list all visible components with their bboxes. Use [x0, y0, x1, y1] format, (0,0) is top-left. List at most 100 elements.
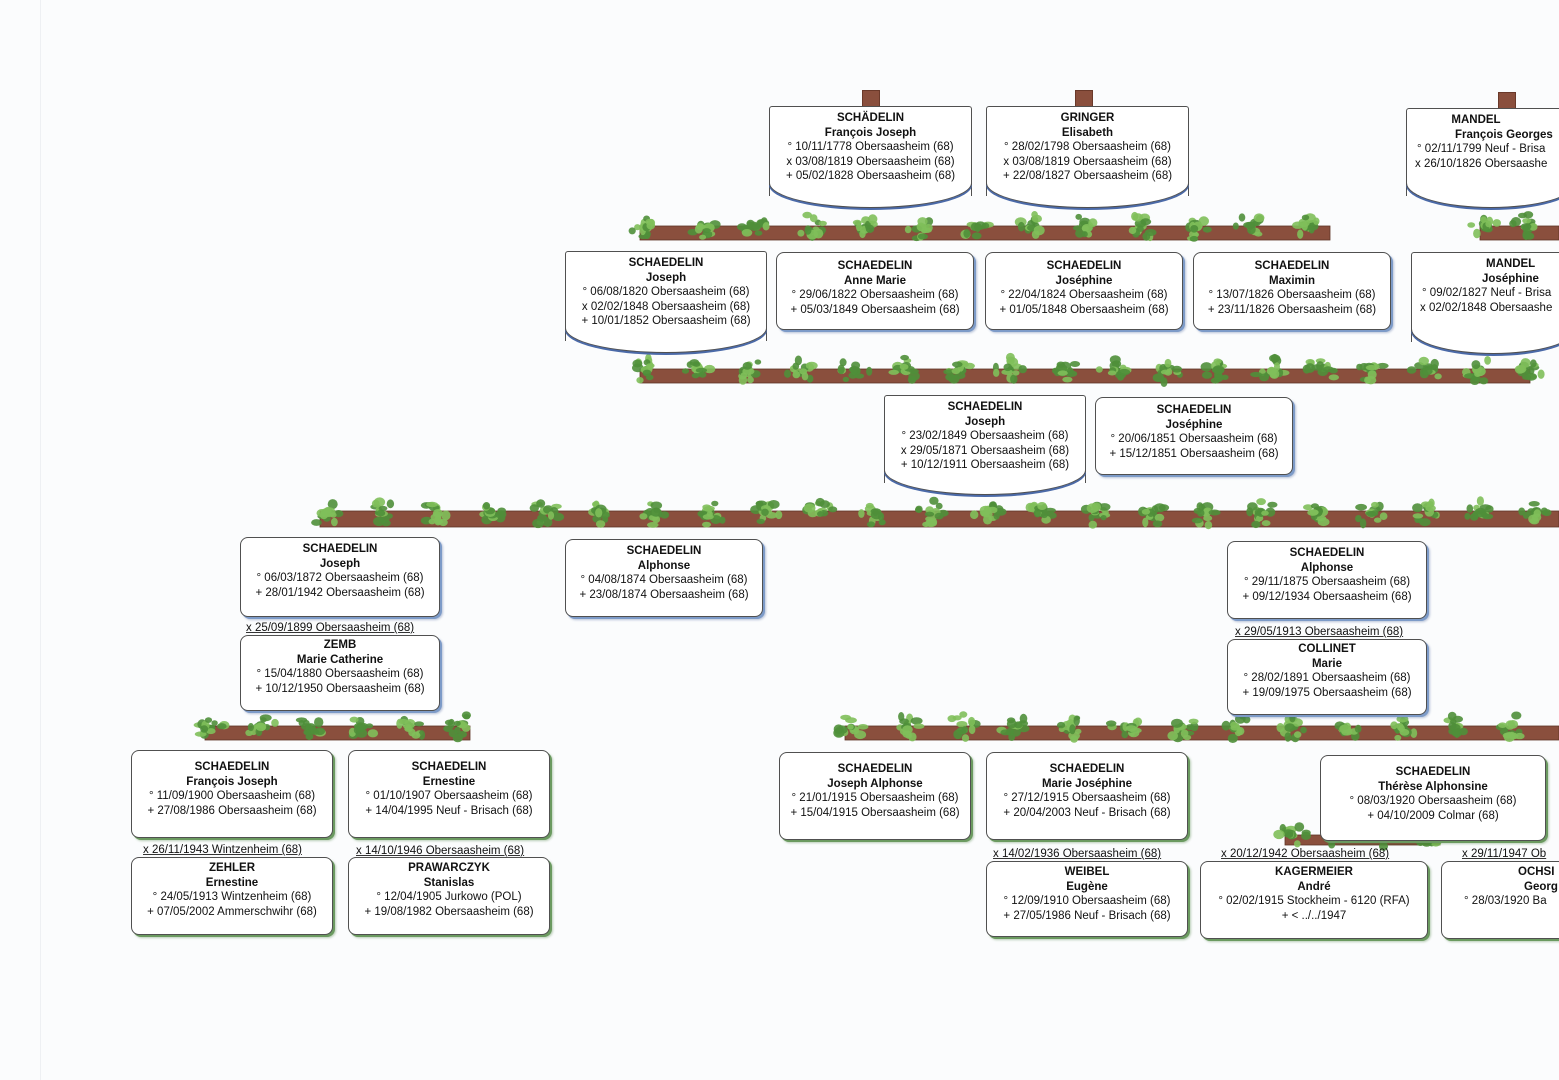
birth-event: ° 23/02/1849 Obersaasheim (68) [901, 430, 1069, 443]
leaf-cluster [896, 712, 925, 742]
person-card-marie-catherine-zemb[interactable]: ZEMB Marie Catherine ° 15/04/1880 Obersa… [240, 635, 440, 711]
given-name: Stanislas [423, 876, 475, 889]
surname: COLLINET [1298, 643, 1356, 655]
marriage-event: x 02/02/1848 Obersaashe [1420, 301, 1553, 314]
death-event: + 23/11/1826 Obersaasheim (68) [1207, 303, 1377, 316]
birth-event: ° 28/03/1920 Ba [1464, 895, 1547, 908]
leaf-cluster [970, 501, 1007, 525]
leaf-cluster [784, 355, 818, 383]
leaf-cluster [348, 716, 379, 739]
death-event: + 07/05/2002 Ammerschwihr (68) [147, 905, 317, 918]
marriage-label: x 14/10/1946 Obersaasheim (68) [356, 845, 525, 857]
leaf-cluster [996, 713, 1030, 741]
leaf-cluster [1390, 715, 1418, 741]
person-card-josephine-schaedelin-1824[interactable]: SCHAEDELIN Joséphine ° 22/04/1824 Obersa… [985, 252, 1183, 330]
leaf-cluster [1518, 501, 1552, 525]
person-card-marie-collinet[interactable]: COLLINET Marie ° 28/02/1891 Obersaasheim… [1227, 639, 1427, 715]
leaf-cluster [738, 359, 762, 385]
surname: SCHAEDELIN [626, 545, 702, 557]
person-card-maximin-schaedelin[interactable]: SCHAEDELIN Maximin ° 13/07/1826 Obersaas… [1193, 252, 1391, 330]
given-name: Joséphine [1165, 418, 1223, 431]
surname: SCHAEDELIN [1046, 260, 1122, 272]
leaf-cluster [1412, 498, 1440, 527]
leaf-cluster [529, 499, 565, 529]
leaf-cluster [632, 353, 655, 384]
person-card-therese-alphonsine-schaedelin[interactable]: SCHAEDELIN Thérèse Alphonsine ° 08/03/19… [1320, 755, 1546, 841]
leaf-cluster [915, 496, 949, 528]
marriage-label: x 26/11/1943 Wintzenheim (68) [143, 844, 302, 856]
leaf-cluster [1443, 711, 1468, 738]
person-card-joseph-schaedelin-1849[interactable]: SCHAEDELIN Joseph ° 23/02/1849 Obersaash… [884, 395, 1086, 495]
death-event: + 09/12/1934 Obersaasheim (68) [1242, 590, 1412, 603]
leaf-cluster [1273, 822, 1311, 848]
given-name: Alphonse [1300, 561, 1354, 574]
given-name: Thérèse Alphonsine [1378, 780, 1488, 793]
person-card-alphonse-schaedelin-1874[interactable]: SCHAEDELIN Alphonse ° 04/08/1874 Obersaa… [565, 539, 763, 617]
leaf-cluster [1095, 355, 1132, 381]
death-event: + 15/04/1915 Obersaasheim (68) [790, 806, 960, 819]
person-card-georg-ochsi[interactable]: OCHSI Georg ° 28/03/1920 Ba [1441, 861, 1559, 939]
person-card-alphonse-schaedelin-1875[interactable]: SCHAEDELIN Alphonse ° 29/11/1875 Obersaa… [1227, 541, 1427, 619]
leaf-cluster [1514, 358, 1545, 381]
person-card-francois-joseph-schaedelin-1900[interactable]: SCHAEDELIN François Joseph ° 11/09/1900 … [131, 750, 333, 838]
person-card-francois-georges-mandel[interactable]: MANDEL François Georges ° 02/11/1799 Neu… [1406, 108, 1559, 208]
person-card-andre-kagermeier[interactable]: KAGERMEIER André ° 02/02/1915 Stockheim … [1200, 861, 1428, 939]
branch-bar [639, 368, 1531, 384]
surname: SCHAEDELIN [1289, 547, 1365, 559]
person-card-joseph-schaedelin-1872[interactable]: SCHAEDELIN Joseph ° 06/03/1872 Obersaash… [240, 537, 440, 617]
person-card-joseph-schaedelin-1820[interactable]: SCHAEDELIN Joseph ° 06/08/1820 Obersaash… [565, 251, 767, 353]
leaf-cluster [295, 717, 326, 740]
death-event: + 27/08/1986 Obersaasheim (68) [147, 804, 317, 817]
leaf-cluster [1191, 502, 1221, 530]
death-event: + 28/01/1942 Obersaasheim (68) [255, 586, 425, 599]
given-name: André [1297, 880, 1331, 893]
surname: SCHAEDELIN [1254, 260, 1330, 272]
leaf-cluster [1014, 211, 1045, 239]
leaf-cluster [1464, 496, 1494, 521]
person-card-josephine-schaedelin-1851[interactable]: SCHAEDELIN Joséphine ° 20/06/1851 Obersa… [1095, 397, 1293, 475]
person-card-eugene-weibel[interactable]: WEIBEL Eugène ° 12/09/1910 Obersaasheim … [986, 861, 1188, 937]
leaf-cluster [681, 359, 716, 379]
given-name: Joseph [319, 557, 361, 570]
person-card-stanislas-prawarczyk[interactable]: PRAWARCZYK Stanislas ° 12/04/1905 Jurkow… [348, 857, 550, 935]
death-event: + 22/08/1827 Obersaasheim (68) [1002, 170, 1173, 183]
marriage-label: x 20/12/1942 Obersaasheim (68) [1221, 848, 1390, 860]
leaf-cluster [943, 360, 975, 384]
surname: WEIBEL [1064, 866, 1110, 878]
surname: ZEHLER [209, 862, 255, 874]
leaf-cluster [1185, 216, 1212, 242]
leaf-cluster [1356, 362, 1389, 385]
surname: GRINGER [1060, 112, 1115, 124]
death-event: + 15/12/1851 Obersaasheim (68) [1109, 447, 1279, 460]
surname: SCHAEDELIN [947, 401, 1023, 413]
person-card-ernestine-schaedelin[interactable]: SCHAEDELIN Ernestine ° 01/10/1907 Obersa… [348, 750, 550, 838]
given-name: François Joseph [186, 775, 278, 788]
death-event: + 10/01/1852 Obersaasheim (68) [581, 315, 751, 328]
given-name: Alphonse [637, 559, 691, 572]
birth-event: ° 20/06/1851 Obersaasheim (68) [1110, 433, 1278, 446]
person-card-elisabeth-gringer[interactable]: GRINGER Elisabeth ° 28/02/1798 Obersaash… [986, 106, 1189, 208]
surname: PRAWARCZYK [408, 862, 490, 874]
given-name: Joseph [964, 415, 1006, 428]
person-card-marie-josephine-schaedelin[interactable]: SCHAEDELIN Marie Joséphine ° 27/12/1915 … [986, 752, 1188, 840]
leaf-cluster [960, 221, 994, 240]
person-card-francois-joseph-schadelin[interactable]: SCHÄDELIN François Joseph ° 10/11/1778 O… [769, 106, 972, 208]
person-card-ernestine-zehler[interactable]: ZEHLER Ernestine ° 24/05/1913 Wintzenhei… [131, 857, 333, 935]
leaf-cluster [687, 220, 721, 240]
death-event: + 10/12/1950 Obersaasheim (68) [255, 682, 425, 695]
birth-event: ° 09/02/1827 Neuf - Brisa [1422, 287, 1552, 300]
birth-event: ° 28/02/1798 Obersaasheim (68) [1004, 141, 1171, 154]
leaf-cluster [1080, 501, 1111, 529]
person-card-joseph-alphonse-schaedelin[interactable]: SCHAEDELIN Joseph Alphonse ° 21/01/1915 … [779, 752, 971, 840]
person-card-anne-marie-schaedelin[interactable]: SCHAEDELIN Anne Marie ° 29/06/1822 Obers… [776, 252, 974, 330]
birth-event: ° 02/11/1799 Neuf - Brisa [1417, 143, 1546, 156]
birth-event: ° 02/02/1915 Stockheim - 6120 (RFA) [1218, 895, 1410, 908]
death-event: + 27/05/1986 Neuf - Brisach (68) [1003, 909, 1171, 922]
leaf-cluster [1406, 356, 1442, 380]
death-event: + 04/10/2009 Colmar (68) [1367, 809, 1499, 822]
surname: MANDEL [1486, 258, 1536, 270]
person-card-josephine-mandel[interactable]: MANDEL Joséphine ° 09/02/1827 Neuf - Bri… [1411, 252, 1559, 354]
surname: SCHAEDELIN [1395, 766, 1471, 778]
surname: SCHAEDELIN [302, 543, 378, 555]
